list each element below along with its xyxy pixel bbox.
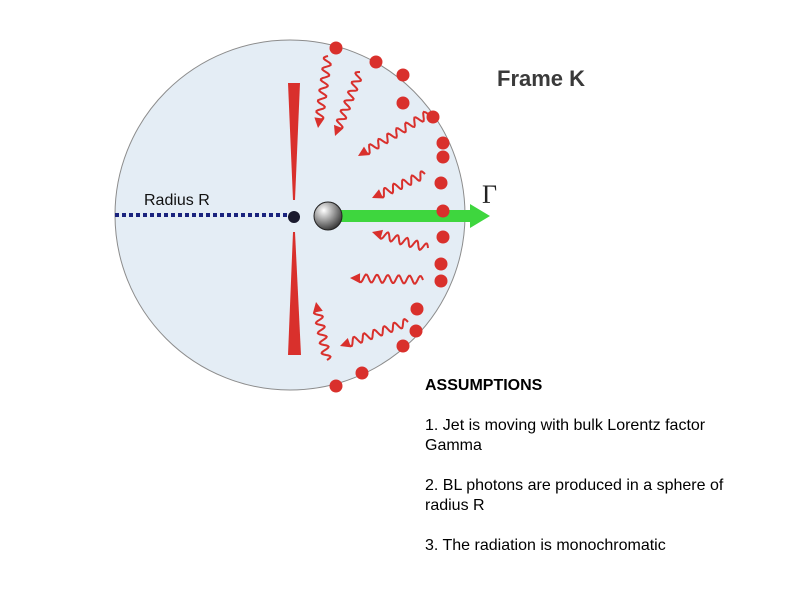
jet-arrow xyxy=(338,204,490,228)
photon-wave xyxy=(312,309,332,361)
blr-cloud xyxy=(355,366,369,380)
blr-cloud xyxy=(436,230,450,244)
photon-wave xyxy=(346,317,409,348)
photon-arrowhead xyxy=(313,302,323,313)
photon-wave xyxy=(364,110,429,156)
blr-cloud xyxy=(434,274,448,288)
accretion-disk-bottom xyxy=(288,232,301,355)
photon-arrowhead xyxy=(372,189,384,199)
blr-cloud xyxy=(409,324,423,338)
photon-arrowhead xyxy=(340,338,352,348)
blr-cloud xyxy=(329,379,343,393)
photon-wave xyxy=(378,231,429,251)
blr-cloud xyxy=(426,110,440,124)
photon-arrowhead xyxy=(372,229,383,240)
assumption-item-2: 2. BL photons are produced in a sphere o… xyxy=(425,477,724,514)
photon-arrowhead xyxy=(334,124,344,136)
blr-cloud xyxy=(396,96,410,110)
photon-arrowhead xyxy=(314,117,325,128)
photon-arrowhead xyxy=(358,146,370,156)
radius-label: Radius R xyxy=(144,192,210,209)
photon-arrowhead xyxy=(350,273,361,284)
assumptions-box: ASSUMPTIONS 1. Jet is moving with bulk L… xyxy=(425,376,725,576)
photon-wave xyxy=(378,170,426,199)
accretion-disk-top xyxy=(288,83,300,200)
frame-title: Frame K xyxy=(497,66,586,91)
photon-wave xyxy=(315,55,332,122)
blr-cloud xyxy=(436,136,450,150)
blr-cloud xyxy=(434,176,448,190)
photon-wave xyxy=(357,273,424,285)
blr-cloud xyxy=(436,204,450,218)
assumption-item-1: 1. Jet is moving with bulk Lorentz facto… xyxy=(425,417,706,454)
cloud-group xyxy=(329,41,450,393)
blr-cloud xyxy=(434,257,448,271)
blr-cloud xyxy=(396,339,410,353)
assumptions-heading: ASSUMPTIONS xyxy=(425,377,543,394)
photon-wave xyxy=(335,71,363,130)
black-hole xyxy=(288,211,300,223)
photon-group xyxy=(312,55,429,361)
blr-cloud xyxy=(396,68,410,82)
assumption-item-3: 3. The radiation is monochromatic xyxy=(425,537,666,554)
gamma-label: Γ xyxy=(482,180,498,209)
blr-cloud xyxy=(369,55,383,69)
blr-cloud xyxy=(436,150,450,164)
blr-cloud xyxy=(410,302,424,316)
emitting-blob xyxy=(313,201,343,231)
blr-cloud xyxy=(329,41,343,55)
